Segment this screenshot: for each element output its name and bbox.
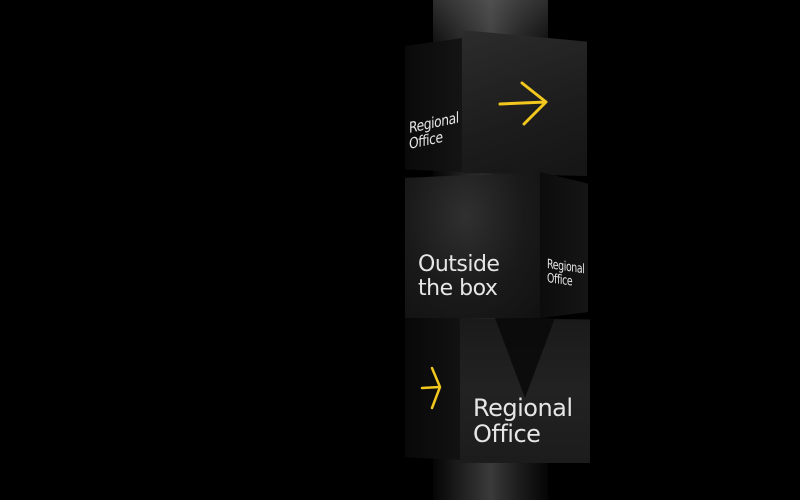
arrow-right-icon (420, 366, 442, 410)
middle-cube-front-face (405, 172, 541, 318)
front-text-line1: Regional (473, 394, 573, 422)
front-text-line2: the box (418, 275, 498, 301)
middle-cube-side-text: Regional Office (547, 257, 585, 291)
middle-cube-front-text: Outside the box (418, 252, 500, 301)
top-cube-left-face (405, 38, 463, 172)
front-text-line1: Outside (418, 252, 500, 277)
arrow-right-icon (498, 81, 548, 126)
front-text-line2: Office (473, 419, 541, 448)
bottom-cube-left-face (405, 318, 461, 460)
bottom-cube-front-text: Regional Office (473, 394, 573, 448)
middle-cube-right-face (540, 172, 588, 318)
